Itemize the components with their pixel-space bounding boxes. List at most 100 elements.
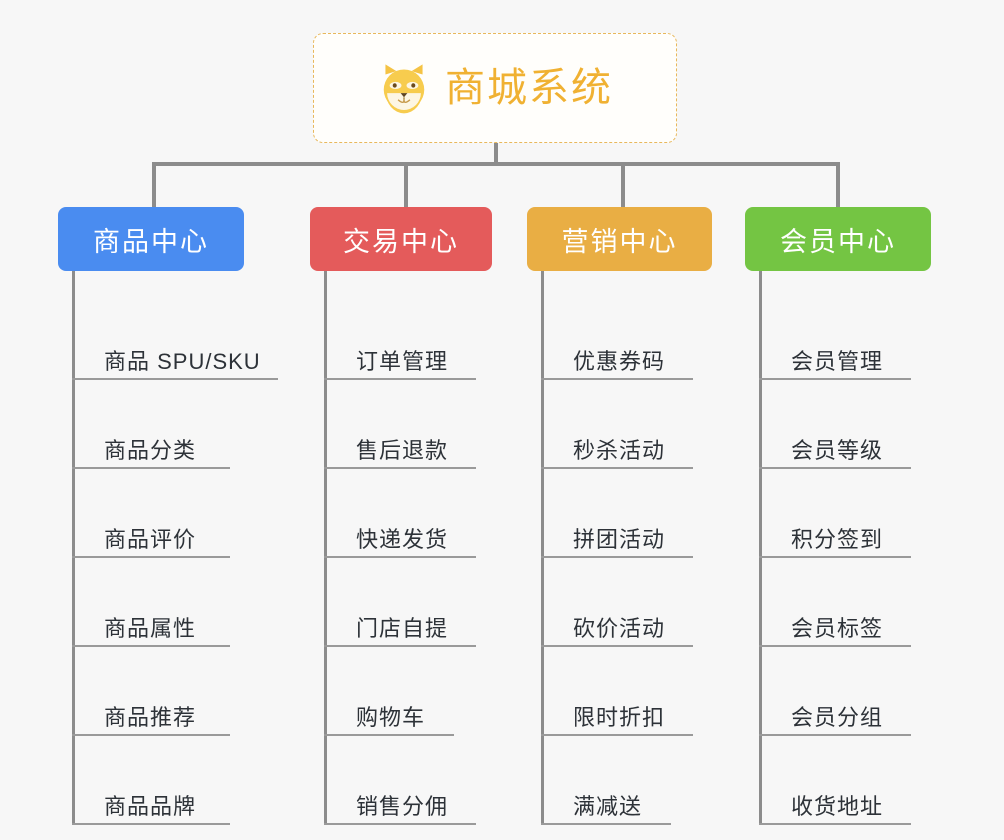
item-underline [324,556,476,558]
list-item[interactable]: 商品推荐 [72,647,244,736]
list-item-label: 收货地址 [791,793,884,819]
item-underline [72,556,230,558]
item-underline [72,734,230,736]
list-item-label: 商品属性 [104,615,197,641]
root-title: 商城系统 [445,66,613,110]
list-item[interactable]: 收货地址 [759,736,931,825]
list-item-label: 商品推荐 [104,704,197,730]
category-label: 营销中心 [561,226,678,257]
list-item[interactable]: 砍价活动 [541,558,712,647]
list-item-label: 商品 SPU/SKU [104,348,261,374]
item-underline [759,467,911,469]
connector-drop-2 [404,162,408,207]
category-header-trade-center[interactable]: 交易中心 [310,207,492,271]
connector-root-vertical [494,143,498,165]
branch-spine [72,271,75,825]
list-item-label: 会员标签 [791,615,884,641]
list-item-label: 砍价活动 [573,615,666,641]
item-underline [759,734,911,736]
item-underline [541,823,671,825]
connector-drop-3 [621,162,625,207]
list-item[interactable]: 商品品牌 [72,736,244,825]
branch-items-member-center: 会员管理 会员等级 积分签到 会员标签 会员分组 收货地址 [759,271,931,825]
shiba-dog-icon [383,64,425,114]
list-item[interactable]: 商品分类 [72,380,244,469]
list-item[interactable]: 订单管理 [324,291,492,380]
list-item-label: 秒杀活动 [573,437,666,463]
item-underline [72,378,278,380]
root-node[interactable]: 商城系统 [313,33,677,143]
list-item-label: 订单管理 [356,348,449,374]
item-underline [541,378,693,380]
item-underline [324,378,476,380]
list-item-label: 满减送 [573,793,643,819]
list-item[interactable]: 快递发货 [324,469,492,558]
item-underline [72,645,230,647]
item-underline [72,823,230,825]
category-header-member-center[interactable]: 会员中心 [745,207,931,271]
item-underline [541,734,693,736]
list-item[interactable]: 限时折扣 [541,647,712,736]
branch-spine [759,271,762,825]
branch-items-marketing-center: 优惠券码 秒杀活动 拼团活动 砍价活动 限时折扣 满减送 [541,271,712,825]
list-item[interactable]: 销售分佣 [324,736,492,825]
list-item-label: 拼团活动 [573,526,666,552]
branch-spine [541,271,544,825]
item-underline [541,645,693,647]
category-label: 商品中心 [93,226,209,257]
list-item[interactable]: 秒杀活动 [541,380,712,469]
item-underline [324,467,476,469]
item-underline [759,645,911,647]
list-item-label: 会员等级 [791,437,884,463]
list-item[interactable]: 积分签到 [759,469,931,558]
branch-trade-center: 交易中心 订单管理 售后退款 快递发货 门店自提 购物车 [310,207,492,825]
list-item[interactable]: 商品属性 [72,558,244,647]
list-item-label: 限时折扣 [573,704,666,730]
connector-drop-4 [836,162,840,207]
list-item-label: 会员分组 [791,704,884,730]
item-underline [541,556,693,558]
category-label: 会员中心 [780,226,896,257]
item-underline [759,823,911,825]
list-item-label: 销售分佣 [356,793,449,819]
branch-spine [324,271,327,825]
list-item-label: 门店自提 [356,615,449,641]
item-underline [324,823,476,825]
item-underline [324,645,476,647]
list-item[interactable]: 售后退款 [324,380,492,469]
list-item[interactable]: 拼团活动 [541,469,712,558]
list-item[interactable]: 会员管理 [759,291,931,380]
branch-product-center: 商品中心 商品 SPU/SKU 商品分类 商品评价 商品属性 商品推荐 [58,207,278,825]
category-header-product-center[interactable]: 商品中心 [58,207,244,271]
item-underline [759,556,911,558]
list-item[interactable]: 优惠券码 [541,291,712,380]
list-item-label: 售后退款 [356,437,449,463]
list-item[interactable]: 满减送 [541,736,712,825]
list-item[interactable]: 会员标签 [759,558,931,647]
item-underline [72,467,230,469]
branch-items-product-center: 商品 SPU/SKU 商品分类 商品评价 商品属性 商品推荐 商品品牌 [72,271,278,825]
list-item[interactable]: 购物车 [324,647,492,736]
list-item[interactable]: 门店自提 [324,558,492,647]
branch-items-trade-center: 订单管理 售后退款 快递发货 门店自提 购物车 销售分佣 [324,271,492,825]
list-item[interactable]: 会员分组 [759,647,931,736]
list-item-label: 会员管理 [791,348,884,374]
item-underline [541,467,693,469]
list-item[interactable]: 商品评价 [72,469,244,558]
list-item-label: 商品分类 [104,437,197,463]
item-underline [759,378,911,380]
list-item-label: 商品品牌 [104,793,197,819]
item-underline [324,734,454,736]
branch-member-center: 会员中心 会员管理 会员等级 积分签到 会员标签 会员分组 [745,207,931,825]
list-item-label: 商品评价 [104,526,197,552]
category-header-marketing-center[interactable]: 营销中心 [527,207,712,271]
list-item-label: 快递发货 [356,526,449,552]
connector-drop-1 [152,162,156,207]
list-item[interactable]: 商品 SPU/SKU [72,291,278,380]
connector-horizontal-bus [152,162,840,166]
list-item-label: 优惠券码 [573,348,666,374]
list-item[interactable]: 会员等级 [759,380,931,469]
list-item-label: 购物车 [356,704,426,730]
list-item-label: 积分签到 [791,526,884,552]
